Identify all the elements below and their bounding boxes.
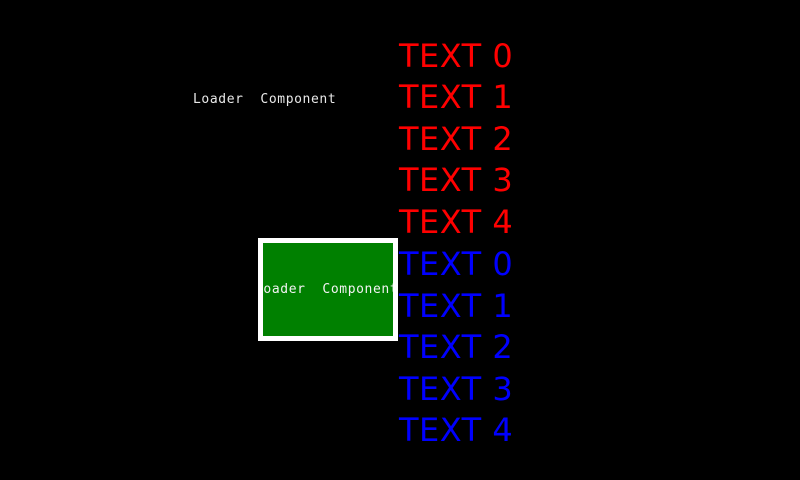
blue-text-item-1: TEXT 1 (399, 287, 514, 325)
red-text-item-0: TEXT 0 (399, 37, 514, 75)
loader-component-box-label: Loader Component (258, 282, 398, 297)
red-text-item-1: TEXT 1 (399, 78, 514, 116)
red-text-item-2: TEXT 2 (399, 120, 514, 158)
blue-text-item-4: TEXT 4 (399, 411, 514, 449)
red-text-item-3: TEXT 3 (399, 161, 514, 199)
blue-text-item-0: TEXT 0 (399, 245, 514, 283)
loader-component-label: Loader Component (193, 92, 337, 107)
blue-text-item-3: TEXT 3 (399, 370, 514, 408)
loader-component-box[interactable]: Loader Component (258, 238, 398, 341)
red-text-item-4: TEXT 4 (399, 203, 514, 241)
blue-text-item-2: TEXT 2 (399, 328, 514, 366)
